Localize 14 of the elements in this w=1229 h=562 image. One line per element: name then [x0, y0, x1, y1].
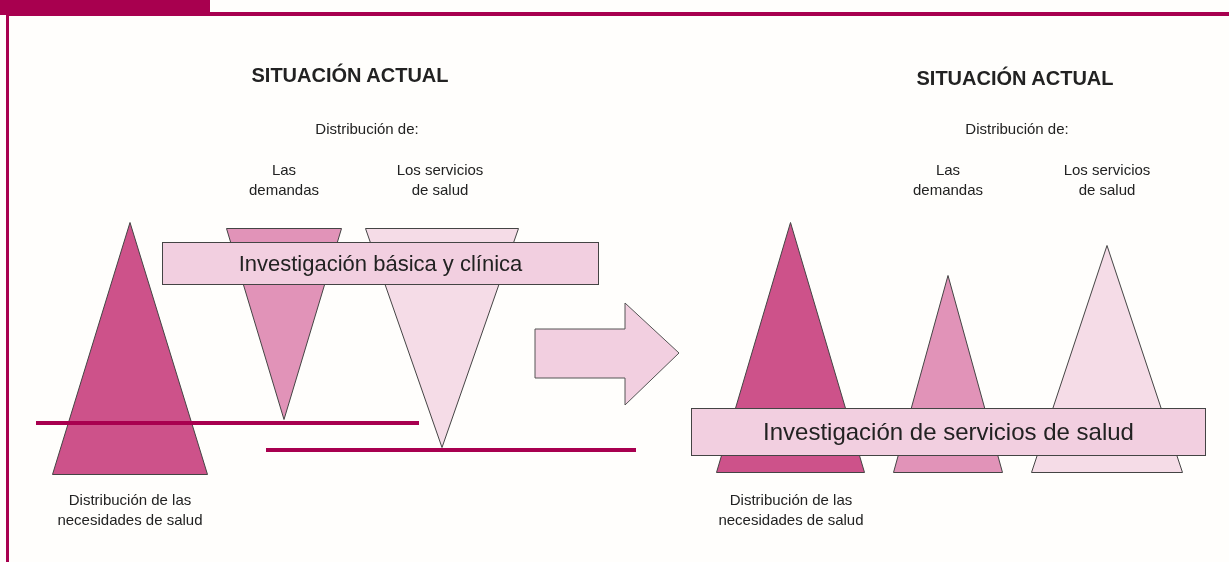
shape-caption: Las demandas [247, 160, 321, 199]
research-box [162, 242, 599, 285]
shape-caption: Distribución de las necesidades de salud [56, 490, 204, 529]
section-heading: SITUACIÓN ACTUAL [251, 62, 449, 88]
shape-caption: Las demandas [911, 160, 985, 199]
shape-caption: Los servicios de salud [395, 160, 485, 199]
subheading: Distribución de: [965, 119, 1069, 139]
research-box [691, 408, 1206, 456]
subheading: Distribución de: [315, 119, 419, 139]
section-heading: SITUACIÓN ACTUAL [916, 65, 1114, 91]
shape-caption: Distribución de las necesidades de salud [717, 490, 865, 529]
shape-caption: Los servicios de salud [1062, 160, 1152, 199]
box-label: Investigación de servicios de salud [763, 417, 1134, 447]
box-label: Investigación básica y clínica [238, 250, 523, 278]
